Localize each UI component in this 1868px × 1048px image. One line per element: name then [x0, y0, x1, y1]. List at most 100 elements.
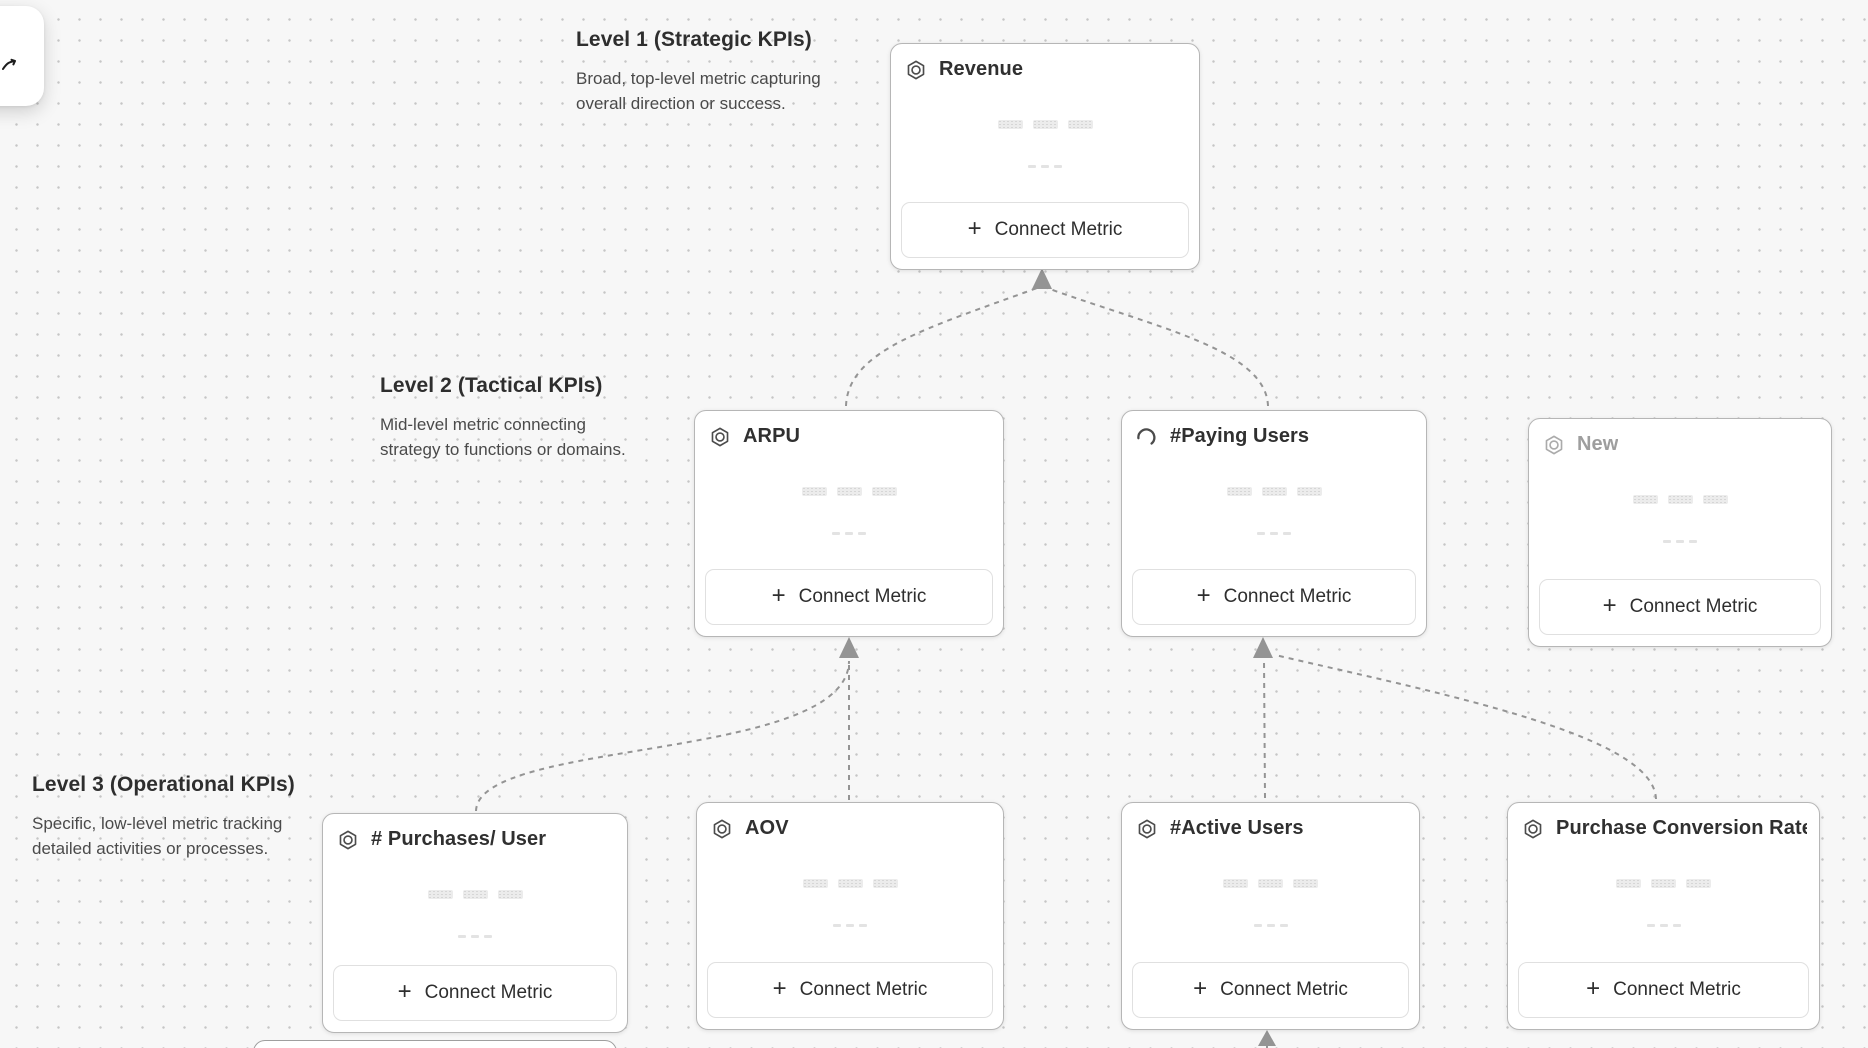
level-3-description: Specific, low-level metric tracking deta… — [32, 814, 283, 858]
skeleton-dash — [458, 935, 466, 938]
connect-metric-button[interactable]: + Connect Metric — [707, 962, 993, 1018]
skeleton-dash — [1283, 532, 1291, 535]
skeleton-bar — [1067, 120, 1093, 129]
skeleton-dash — [484, 935, 492, 938]
metric-node-partial-offscreen[interactable] — [253, 1040, 617, 1048]
skeleton-row — [891, 162, 1199, 168]
connect-metric-label: Connect Metric — [994, 219, 1123, 240]
skeleton-bar — [872, 879, 898, 888]
connect-metric-button[interactable]: + Connect Metric — [901, 202, 1189, 258]
skeleton-dash — [1676, 540, 1684, 543]
card-header: # Purchases/ User — [337, 828, 615, 851]
skeleton-row — [697, 879, 1003, 888]
skeleton-bar — [1293, 879, 1318, 888]
skeleton-row — [1529, 495, 1831, 504]
skeleton-bar — [1261, 487, 1287, 496]
connector-purchases-to-arpu — [475, 660, 850, 812]
connect-metric-label: Connect Metric — [1223, 586, 1352, 607]
skeleton-dash — [1646, 924, 1655, 927]
skeleton-dash — [1279, 924, 1288, 927]
skeleton-bar — [1651, 879, 1676, 888]
skeleton-dash — [858, 532, 866, 535]
skeleton-row — [1122, 529, 1426, 535]
skeleton-dash — [1041, 165, 1049, 168]
level-1-title: Level 1 (Strategic KPIs) — [576, 28, 812, 51]
metric-hexagon-icon — [713, 819, 731, 838]
connect-metric-label: Connect Metric — [424, 982, 553, 1003]
skeleton-row — [1508, 879, 1819, 888]
level-3-heading: Level 3 (Operational KPIs) Specific, low… — [32, 773, 295, 861]
arrowhead-into-arpu — [839, 637, 859, 658]
metric-hexagon-icon — [1138, 819, 1156, 838]
connect-metric-button[interactable]: + Connect Metric — [1539, 579, 1821, 635]
card-header: AOV — [711, 817, 991, 840]
metric-node-purchase-conversion-rate[interactable]: Purchase Conversion Rate + Connect Metri… — [1507, 802, 1820, 1030]
metric-hexagon-icon — [907, 60, 925, 79]
arrowhead-into-paying-users — [1253, 637, 1273, 658]
skeleton-dash — [1672, 924, 1681, 927]
metric-node-new[interactable]: New + Connect Metric — [1528, 418, 1832, 647]
connect-metric-button[interactable]: + Connect Metric — [333, 965, 617, 1021]
card-header: Purchase Conversion Rate — [1522, 817, 1807, 840]
connect-metric-button[interactable]: + Connect Metric — [705, 569, 993, 625]
skeleton-bar — [1032, 120, 1058, 129]
card-header: Revenue — [905, 58, 1187, 81]
metric-node-revenue[interactable]: Revenue + Connect Metric — [890, 43, 1200, 270]
card-header: #Paying Users — [1136, 425, 1414, 448]
card-title: Revenue — [939, 58, 1024, 80]
skeleton-bar — [836, 487, 862, 496]
skeleton-bar — [1632, 495, 1658, 504]
plus-icon: + — [771, 582, 786, 609]
skeleton-bar — [1686, 879, 1711, 888]
arrowhead-into-active-users — [1258, 1030, 1276, 1046]
skeleton-dash — [832, 532, 840, 535]
card-title: # Purchases/ User — [371, 828, 547, 850]
skeleton-row — [697, 921, 1003, 927]
skeleton-row — [1122, 487, 1426, 496]
metric-node-active-users[interactable]: #Active Users + Connect Metric — [1121, 802, 1420, 1030]
plus-icon: + — [397, 978, 412, 1005]
connect-metric-button[interactable]: + Connect Metric — [1518, 962, 1809, 1018]
metric-node-aov[interactable]: AOV + Connect Metric — [696, 802, 1004, 1030]
plus-icon: + — [1196, 582, 1211, 609]
skeleton-bar — [997, 120, 1023, 129]
connect-metric-label: Connect Metric — [1220, 979, 1348, 1000]
cursor-tool-icon — [2, 58, 16, 70]
plus-icon: + — [967, 215, 982, 242]
skeleton-dash — [1054, 165, 1062, 168]
skeleton-bar — [1702, 495, 1728, 504]
metric-node-arpu[interactable]: ARPU + Connect Metric — [694, 410, 1004, 637]
connect-metric-label: Connect Metric — [799, 979, 928, 1000]
metric-hexagon-icon — [1545, 435, 1563, 454]
connect-metric-button[interactable]: + Connect Metric — [1132, 962, 1409, 1018]
skeleton-dash — [846, 924, 854, 927]
card-title: New — [1577, 433, 1619, 455]
floating-toolbar-fragment[interactable] — [0, 6, 44, 106]
skeleton-bar — [1667, 495, 1693, 504]
level-1-heading: Level 1 (Strategic KPIs) Broad, top-leve… — [576, 28, 821, 116]
skeleton-dash — [1266, 924, 1275, 927]
metric-node-purchases-per-user[interactable]: # Purchases/ User + Connect Metric — [322, 813, 628, 1033]
card-title: AOV — [745, 817, 789, 839]
connector-paying-users-to-revenue — [1046, 287, 1269, 407]
level-2-description: Mid-level metric connecting strategy to … — [380, 415, 626, 459]
skeleton-row — [1529, 537, 1831, 543]
loading-spinner-icon — [1137, 427, 1156, 445]
metric-node-paying-users[interactable]: #Paying Users + Connect Metric — [1121, 410, 1427, 637]
card-title: #Active Users — [1170, 817, 1304, 839]
level-3-title: Level 3 (Operational KPIs) — [32, 773, 295, 796]
skeleton-bar — [871, 487, 897, 496]
skeleton-bar — [801, 487, 827, 496]
connect-metric-button[interactable]: + Connect Metric — [1132, 569, 1416, 625]
skeleton-dash — [845, 532, 853, 535]
skeleton-dash — [1270, 532, 1278, 535]
metric-hexagon-icon — [339, 830, 357, 849]
card-title: ARPU — [743, 425, 801, 447]
skeleton-row — [695, 529, 1003, 535]
plus-icon: + — [772, 975, 787, 1002]
skeleton-dash — [859, 924, 867, 927]
connect-metric-label: Connect Metric — [798, 586, 927, 607]
skeleton-row — [1508, 921, 1819, 927]
skeleton-bar — [1296, 487, 1322, 496]
